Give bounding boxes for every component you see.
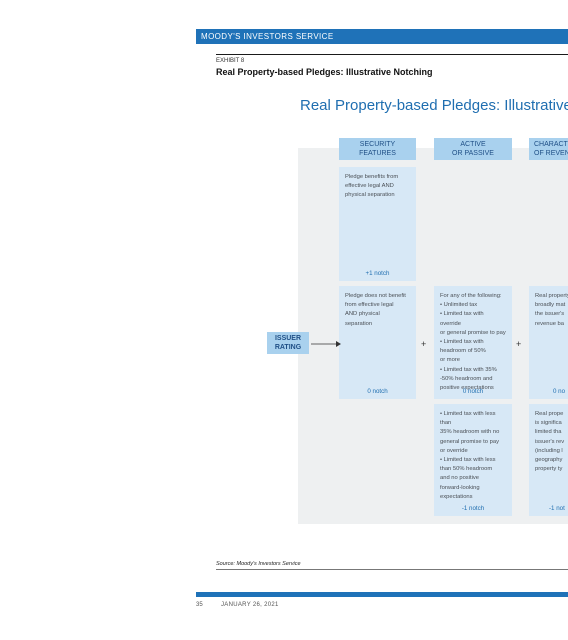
source-note: Source: Moody's Investors Service xyxy=(216,561,301,567)
cell-security-top: Pledge benefits from effective legal AND… xyxy=(339,167,416,281)
page-number: 35 xyxy=(196,602,203,608)
cell-text: Pledge benefits from effective legal AND… xyxy=(345,174,399,199)
cell-active-mid: For any of the following: • Unlimited ta… xyxy=(434,286,512,399)
notch-label: 0 notch xyxy=(367,387,388,395)
footer-date: JANUARY 26, 2021 xyxy=(221,602,279,608)
cell-text: Real property broadly mat the issuer's r… xyxy=(535,293,568,327)
cell-characteristics-mid: Real property broadly mat the issuer's r… xyxy=(529,286,568,399)
exhibit-title: Real Property-based Pledges: Illustrativ… xyxy=(216,67,433,77)
column-header-security-features: SECURITY FEATURES xyxy=(339,138,416,160)
header-rule xyxy=(216,54,568,55)
notch-label: 0 notch xyxy=(462,387,484,395)
source-rule xyxy=(216,569,568,570)
column-header-characteristics-of-revenue: CHARACTERISTICS OF REVENUE xyxy=(529,138,568,160)
cell-text: • Limited tax with less than 35% headroo… xyxy=(440,411,500,500)
issuer-rating-box: ISSUER RATING xyxy=(267,332,309,354)
plus-sign: + xyxy=(421,339,427,349)
cell-text: Pledge does not benefit from effective l… xyxy=(345,293,406,327)
notch-label: -1 notch xyxy=(461,504,485,512)
exhibit-label: EXHIBIT 8 xyxy=(216,58,245,64)
cell-text: For any of the following: • Unlimited ta… xyxy=(440,293,506,392)
cell-security-mid: Pledge does not benefit from effective l… xyxy=(339,286,416,399)
cell-text: Real prope is significa limited tha issu… xyxy=(535,411,565,473)
notch-label: 0 no xyxy=(553,387,566,395)
cell-characteristics-bottom: Real prope is significa limited tha issu… xyxy=(529,404,568,516)
plus-sign: + xyxy=(516,339,522,349)
column-header-active-or-passive: ACTIVE OR PASSIVE xyxy=(434,138,512,160)
notch-label: -1 not xyxy=(549,504,565,512)
chart-title: Real Property-based Pledges: Illustrativ… xyxy=(300,97,568,114)
footer-bar xyxy=(196,592,568,597)
arrow-right-icon xyxy=(311,341,341,347)
cell-active-bottom: • Limited tax with less than 35% headroo… xyxy=(434,404,512,516)
notch-label: +1 notch xyxy=(365,269,390,277)
publisher-banner: MOODY'S INVESTORS SERVICE xyxy=(196,29,568,44)
